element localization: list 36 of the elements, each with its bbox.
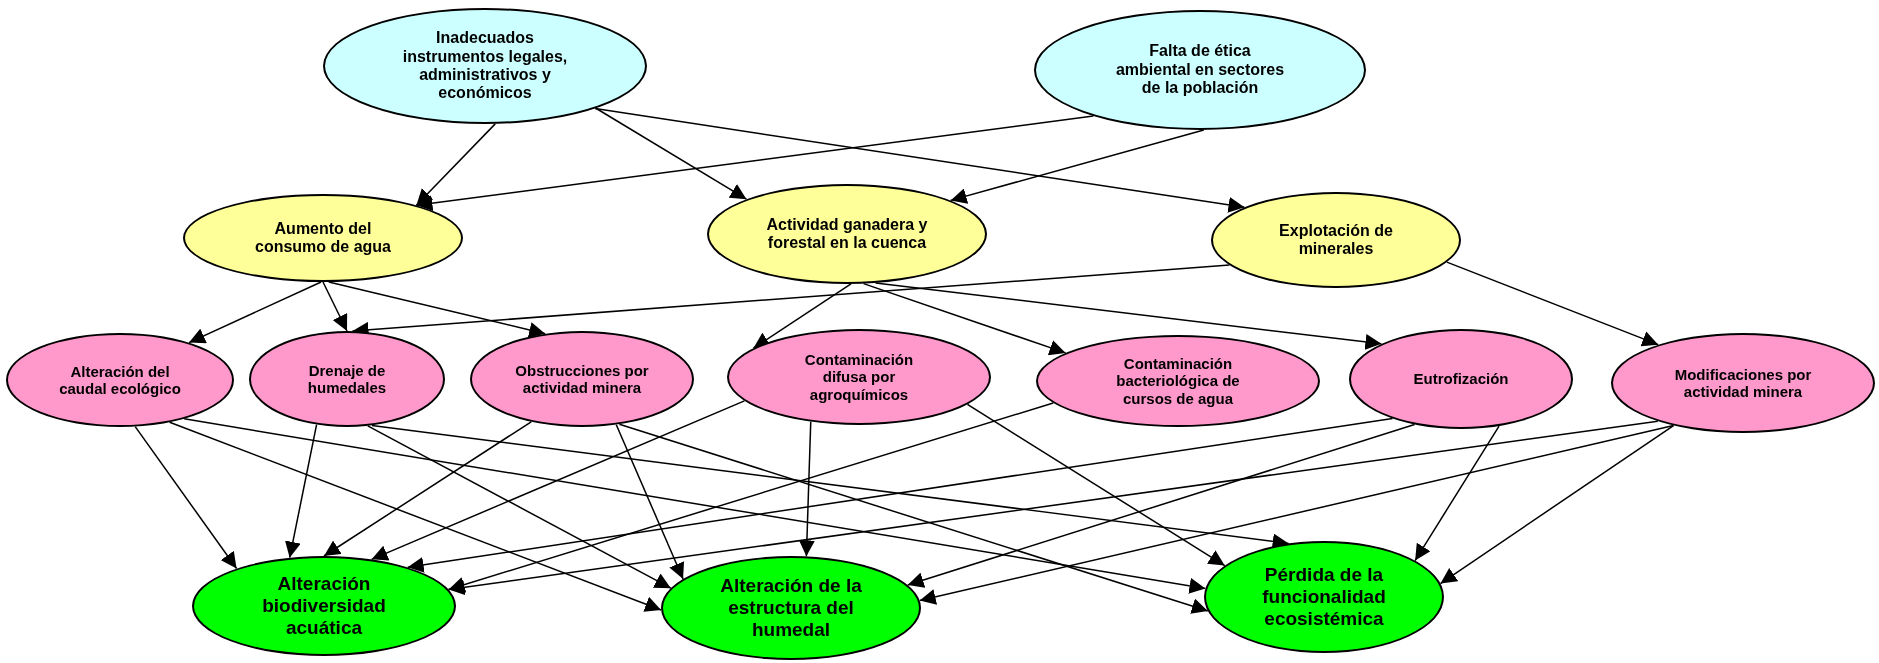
arrow: [949, 129, 1205, 204]
node-label: Falta de ética ambiental en sectores de la población: [1114, 42, 1286, 98]
node-label: Alteración del caudal ecológico: [58, 362, 182, 398]
arrow: [134, 425, 238, 570]
arrow: [415, 115, 1095, 212]
arrow: [188, 281, 322, 344]
arrow: [594, 107, 1246, 213]
arrow: [406, 417, 1394, 573]
node-label: Contaminación bacteriológica de cursos de agua: [1115, 355, 1241, 407]
arrow: [323, 421, 532, 557]
arrow: [183, 418, 1207, 594]
node-label: Inadecuados instrumentos legales, administrativos y económicos: [401, 29, 569, 103]
node-label: Modificaciones por actividad minera: [1673, 365, 1813, 401]
node-label: Aumento del consumo de agua: [254, 219, 392, 257]
arrow: [862, 282, 1067, 356]
node-label: Explotación de minerales: [1278, 221, 1394, 259]
arrow: [906, 423, 1416, 588]
arrow: [1446, 261, 1659, 347]
node-label: Actividad ganadera y forestal en la cuenca: [765, 215, 929, 253]
arrow: [168, 421, 662, 612]
arrow: [447, 420, 1659, 596]
arrow: [966, 403, 1226, 567]
arrow: [367, 425, 672, 589]
arrow: [595, 107, 748, 200]
arrow: [322, 281, 348, 332]
arrow: [752, 283, 852, 349]
node-label: Alteración biodiversidad acuática: [261, 573, 387, 639]
arrow: [415, 123, 496, 206]
node-label: Drenaje de humedales: [306, 361, 388, 397]
arrow: [447, 402, 1054, 593]
node-label: Contaminación difusa por agroquímicos: [803, 351, 915, 403]
arrow: [918, 424, 1675, 605]
node-label: Obstrucciones por actividad minera: [514, 361, 650, 397]
node-label: Pérdida de la funcionalidad ecosistémica: [1261, 564, 1387, 630]
node-label: Alteración de la estructura del humedal: [719, 575, 863, 641]
node-label: Eutrofización: [1413, 370, 1509, 388]
